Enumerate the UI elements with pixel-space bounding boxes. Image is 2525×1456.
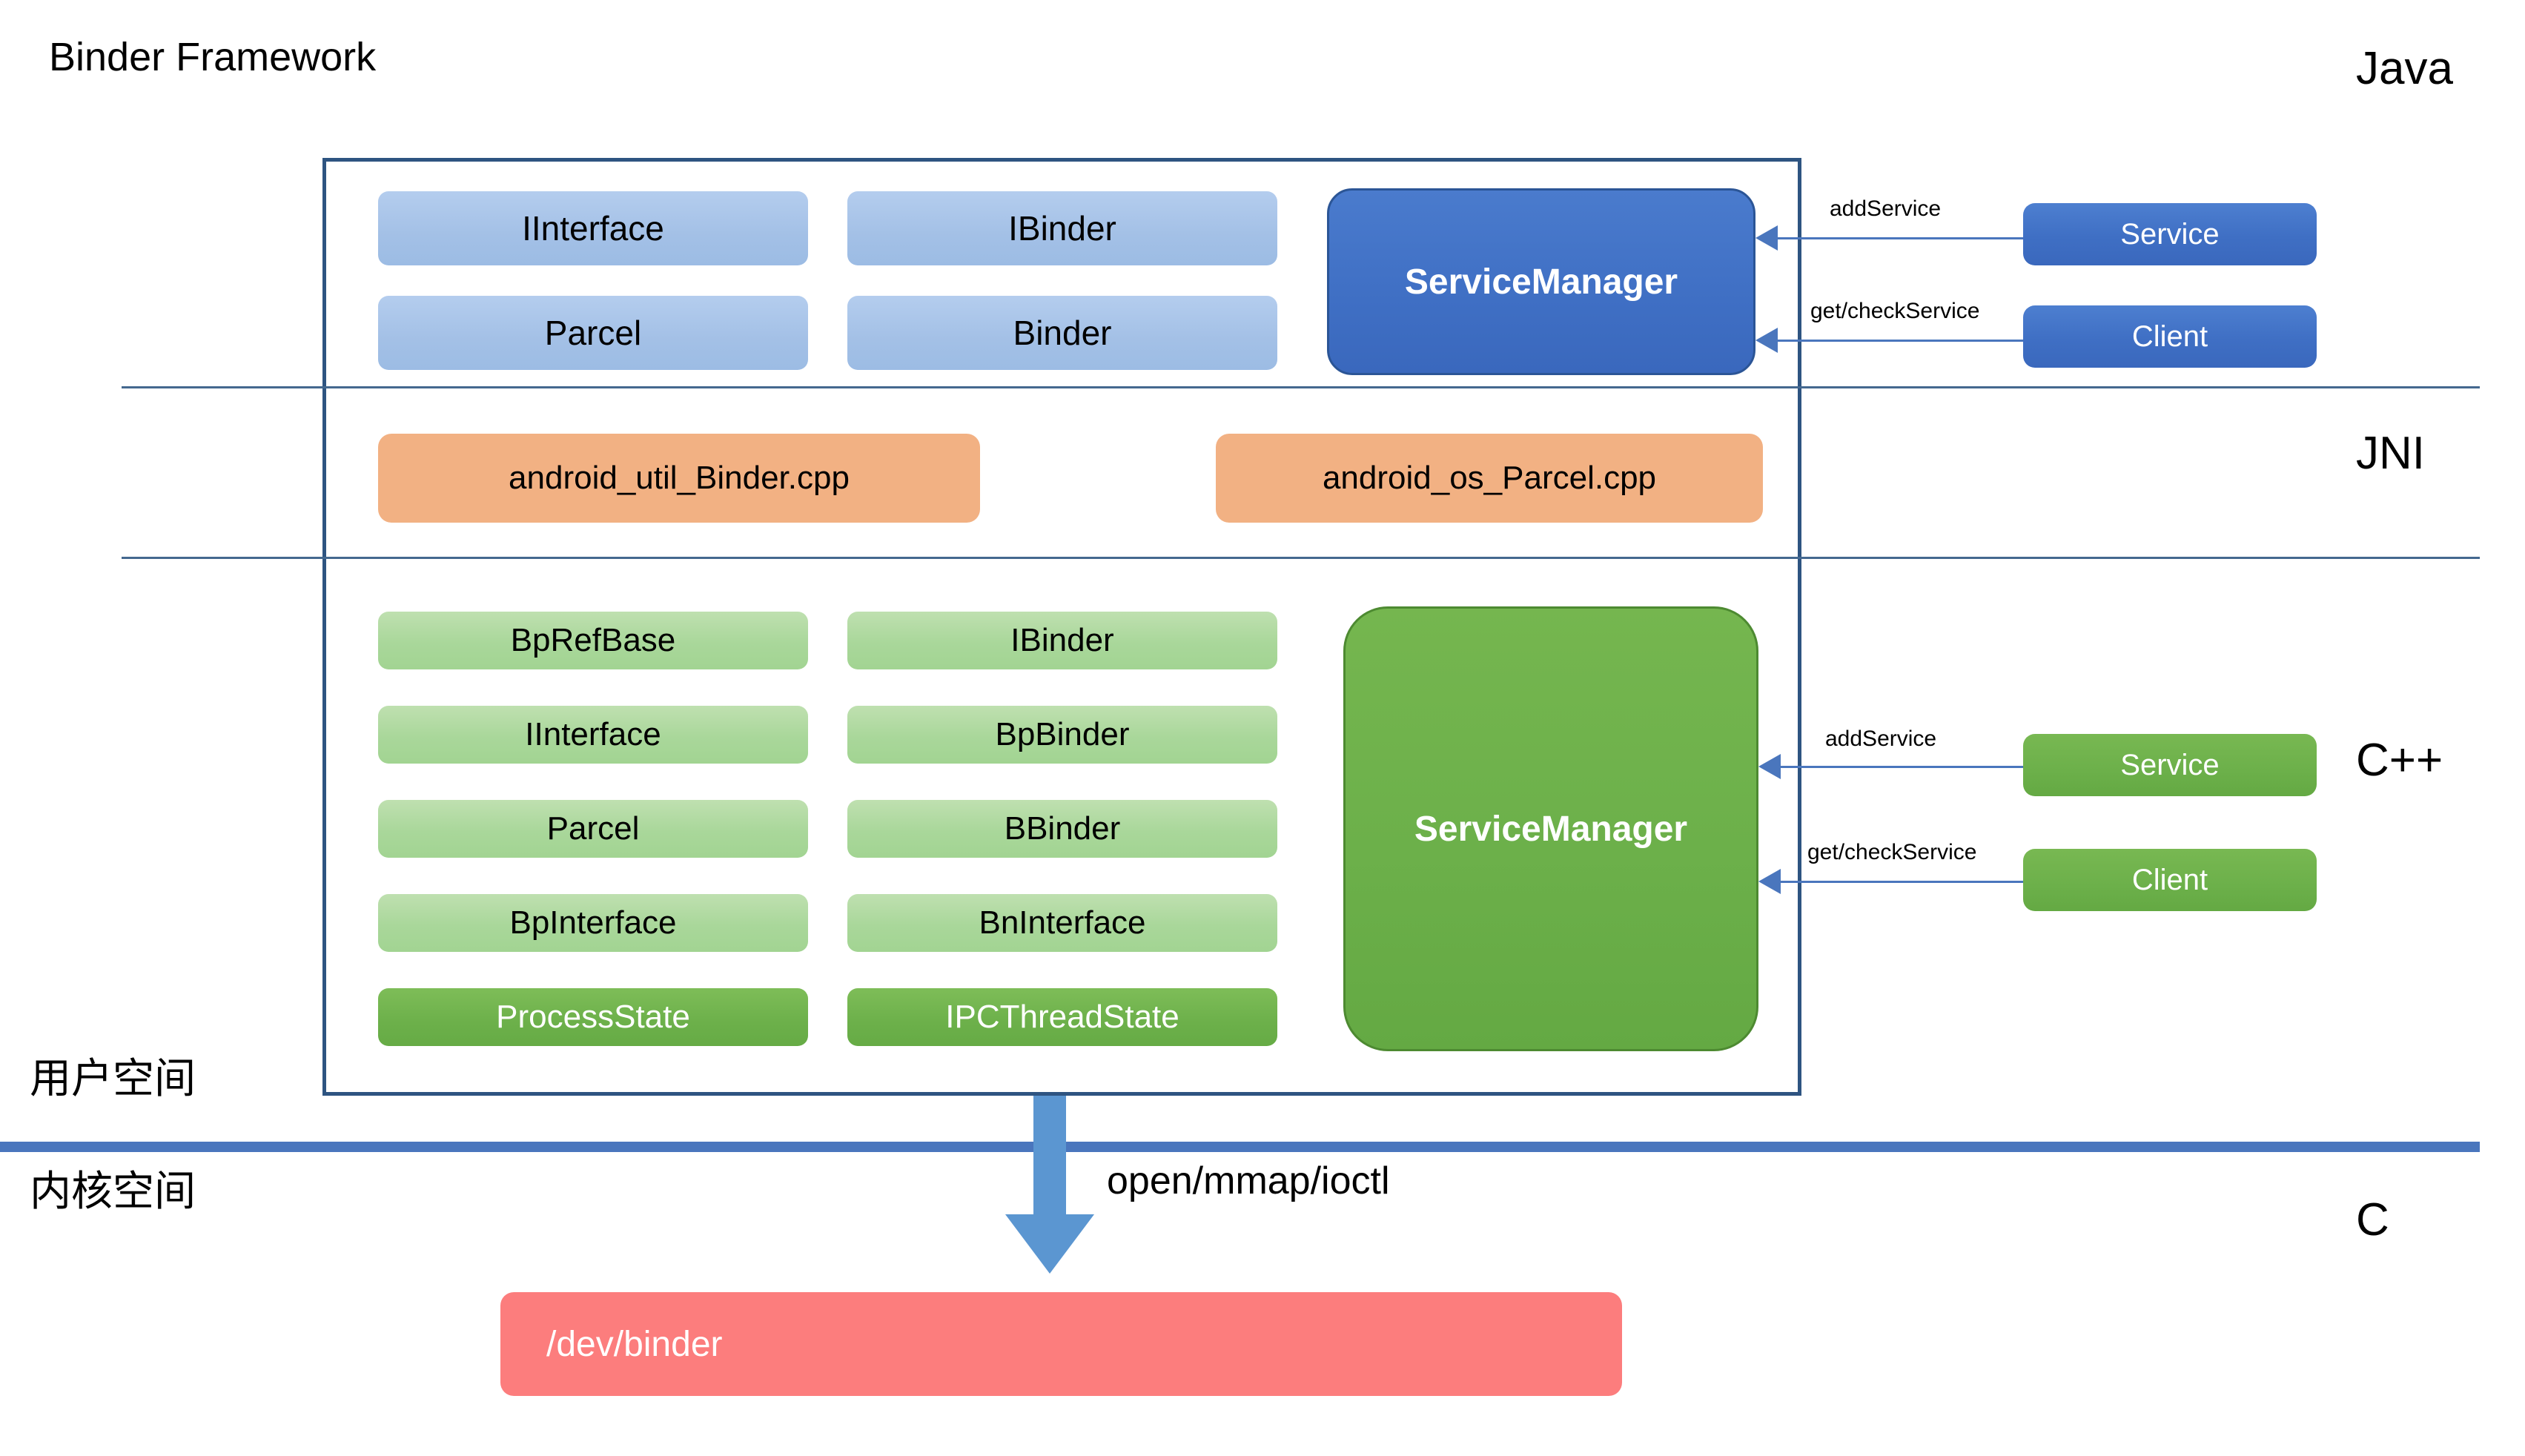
java-actor-service[interactable]: Service bbox=[2023, 203, 2317, 265]
jni-box-android-os-parcel[interactable]: android_os_Parcel.cpp bbox=[1216, 434, 1763, 523]
cpp-box-bprefbase[interactable]: BpRefBase bbox=[378, 612, 808, 669]
java-arrow-getservice-head bbox=[1755, 328, 1778, 353]
cpp-arrow-addservice-head bbox=[1758, 754, 1781, 779]
framework-container bbox=[322, 158, 1801, 1096]
cpp-box-parcel[interactable]: Parcel bbox=[378, 800, 808, 858]
cpp-box-bpinterface[interactable]: BpInterface bbox=[378, 894, 808, 952]
syscall-down-arrow-icon bbox=[1005, 1096, 1094, 1274]
user-space-label: 用户空间 bbox=[30, 1055, 196, 1102]
java-box-parcel[interactable]: Parcel bbox=[378, 296, 808, 370]
java-box-binder[interactable]: Binder bbox=[847, 296, 1277, 370]
java-arrow-addservice-label: addService bbox=[1830, 196, 1942, 221]
lang-label-java: Java bbox=[2356, 43, 2453, 94]
cpp-box-ipcthreadstate[interactable]: IPCThreadState bbox=[847, 988, 1277, 1046]
lang-label-c: C bbox=[2356, 1194, 2389, 1245]
cpp-arrow-getservice-line bbox=[1781, 881, 2023, 883]
cpp-box-iinterface[interactable]: IInterface bbox=[378, 706, 808, 764]
jni-box-android-util-binder[interactable]: android_util_Binder.cpp bbox=[378, 434, 980, 523]
cpp-actor-service[interactable]: Service bbox=[2023, 734, 2317, 796]
cpp-box-bbinder[interactable]: BBinder bbox=[847, 800, 1277, 858]
cpp-arrow-getservice-label: get/checkService bbox=[1807, 840, 1977, 864]
user-kernel-separator bbox=[0, 1142, 2480, 1152]
kernel-space-label: 内核空间 bbox=[30, 1168, 196, 1214]
lang-label-jni: JNI bbox=[2356, 428, 2425, 479]
java-box-iinterface[interactable]: IInterface bbox=[378, 191, 808, 265]
cpp-actor-client[interactable]: Client bbox=[2023, 849, 2317, 911]
divider-java-jni bbox=[122, 386, 2480, 388]
kernel-device-binder[interactable]: /dev/binder bbox=[500, 1292, 1622, 1396]
java-service-manager[interactable]: ServiceManager bbox=[1327, 188, 1755, 375]
cpp-box-ibinder[interactable]: IBinder bbox=[847, 612, 1277, 669]
java-arrow-getservice-label: get/checkService bbox=[1810, 299, 1980, 323]
java-arrow-getservice-line bbox=[1778, 340, 2023, 342]
cpp-box-bninterface[interactable]: BnInterface bbox=[847, 894, 1277, 952]
cpp-box-processstate[interactable]: ProcessState bbox=[378, 988, 808, 1046]
page-title: Binder Framework bbox=[49, 35, 377, 79]
java-arrow-addservice-line bbox=[1778, 237, 2023, 239]
divider-jni-cpp bbox=[122, 557, 2480, 559]
java-box-ibinder[interactable]: IBinder bbox=[847, 191, 1277, 265]
java-arrow-addservice-head bbox=[1755, 225, 1778, 251]
cpp-arrow-addservice-line bbox=[1781, 766, 2023, 768]
syscall-label: open/mmap/ioctl bbox=[1107, 1159, 1390, 1202]
cpp-box-bpbinder[interactable]: BpBinder bbox=[847, 706, 1277, 764]
cpp-arrow-addservice-label: addService bbox=[1825, 727, 1937, 751]
java-actor-client[interactable]: Client bbox=[2023, 305, 2317, 368]
cpp-service-manager[interactable]: ServiceManager bbox=[1343, 606, 1758, 1051]
cpp-arrow-getservice-head bbox=[1758, 869, 1781, 894]
lang-label-cpp: C++ bbox=[2356, 735, 2443, 786]
